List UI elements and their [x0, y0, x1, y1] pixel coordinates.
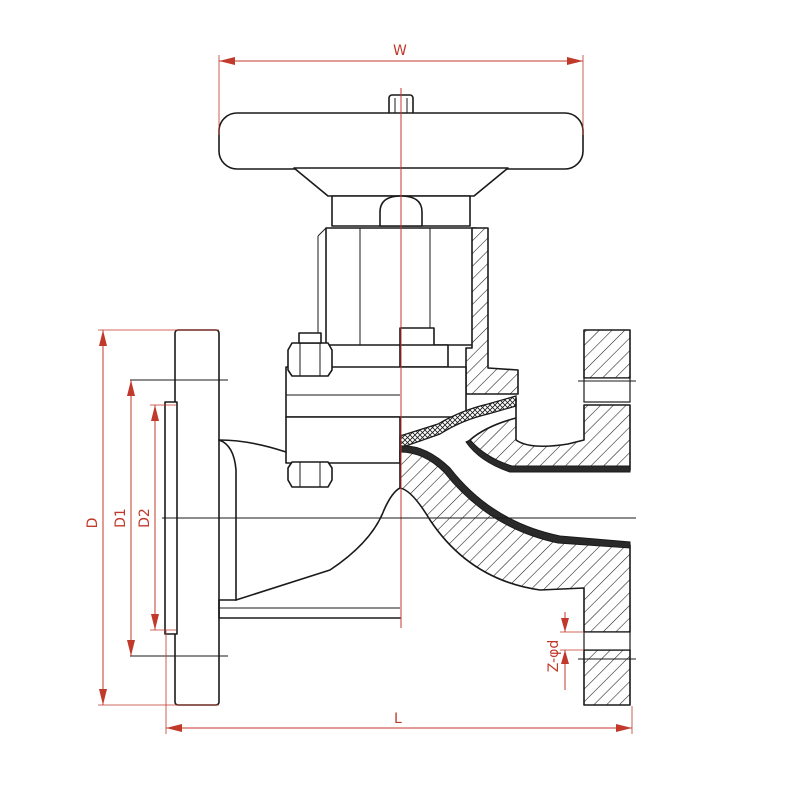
left-flange [174, 329, 220, 706]
dimension-holes: Z-φd [546, 612, 584, 690]
dimension-D2: D2 [137, 404, 176, 631]
body-flange-lower [285, 416, 401, 464]
dimension-holes-label: Z-φd [546, 640, 562, 673]
dimension-W: W [218, 43, 584, 135]
compressor-block [399, 327, 435, 347]
right-flange-top [583, 329, 631, 379]
body-shell [218, 439, 401, 619]
dimension-D-label: D [85, 518, 101, 529]
bolt-nut-top [287, 342, 333, 377]
body-flange [285, 332, 517, 488]
dimension-D1: D1 [113, 380, 135, 656]
bonnet-section [465, 227, 519, 395]
compressor-plate [399, 344, 449, 368]
bolt-hole-top [583, 377, 631, 403]
lining-upper [465, 439, 631, 473]
dimension-D1-label: D1 [113, 508, 129, 528]
right-flange-bottom [583, 649, 631, 706]
body-section [399, 329, 631, 706]
bolt-hole-bottom [583, 631, 631, 651]
dimension-D: D [85, 329, 219, 706]
bonnet [317, 195, 519, 395]
dimension-D2-label: D2 [137, 508, 153, 528]
bolt-nut-bottom [287, 461, 333, 488]
lining-lower [399, 445, 631, 549]
bolt-shank [298, 332, 322, 344]
dimension-W-label: W [393, 43, 407, 59]
dimension-L-label: L [394, 711, 402, 727]
center-lines [130, 88, 636, 660]
dimension-L: L [165, 630, 633, 734]
